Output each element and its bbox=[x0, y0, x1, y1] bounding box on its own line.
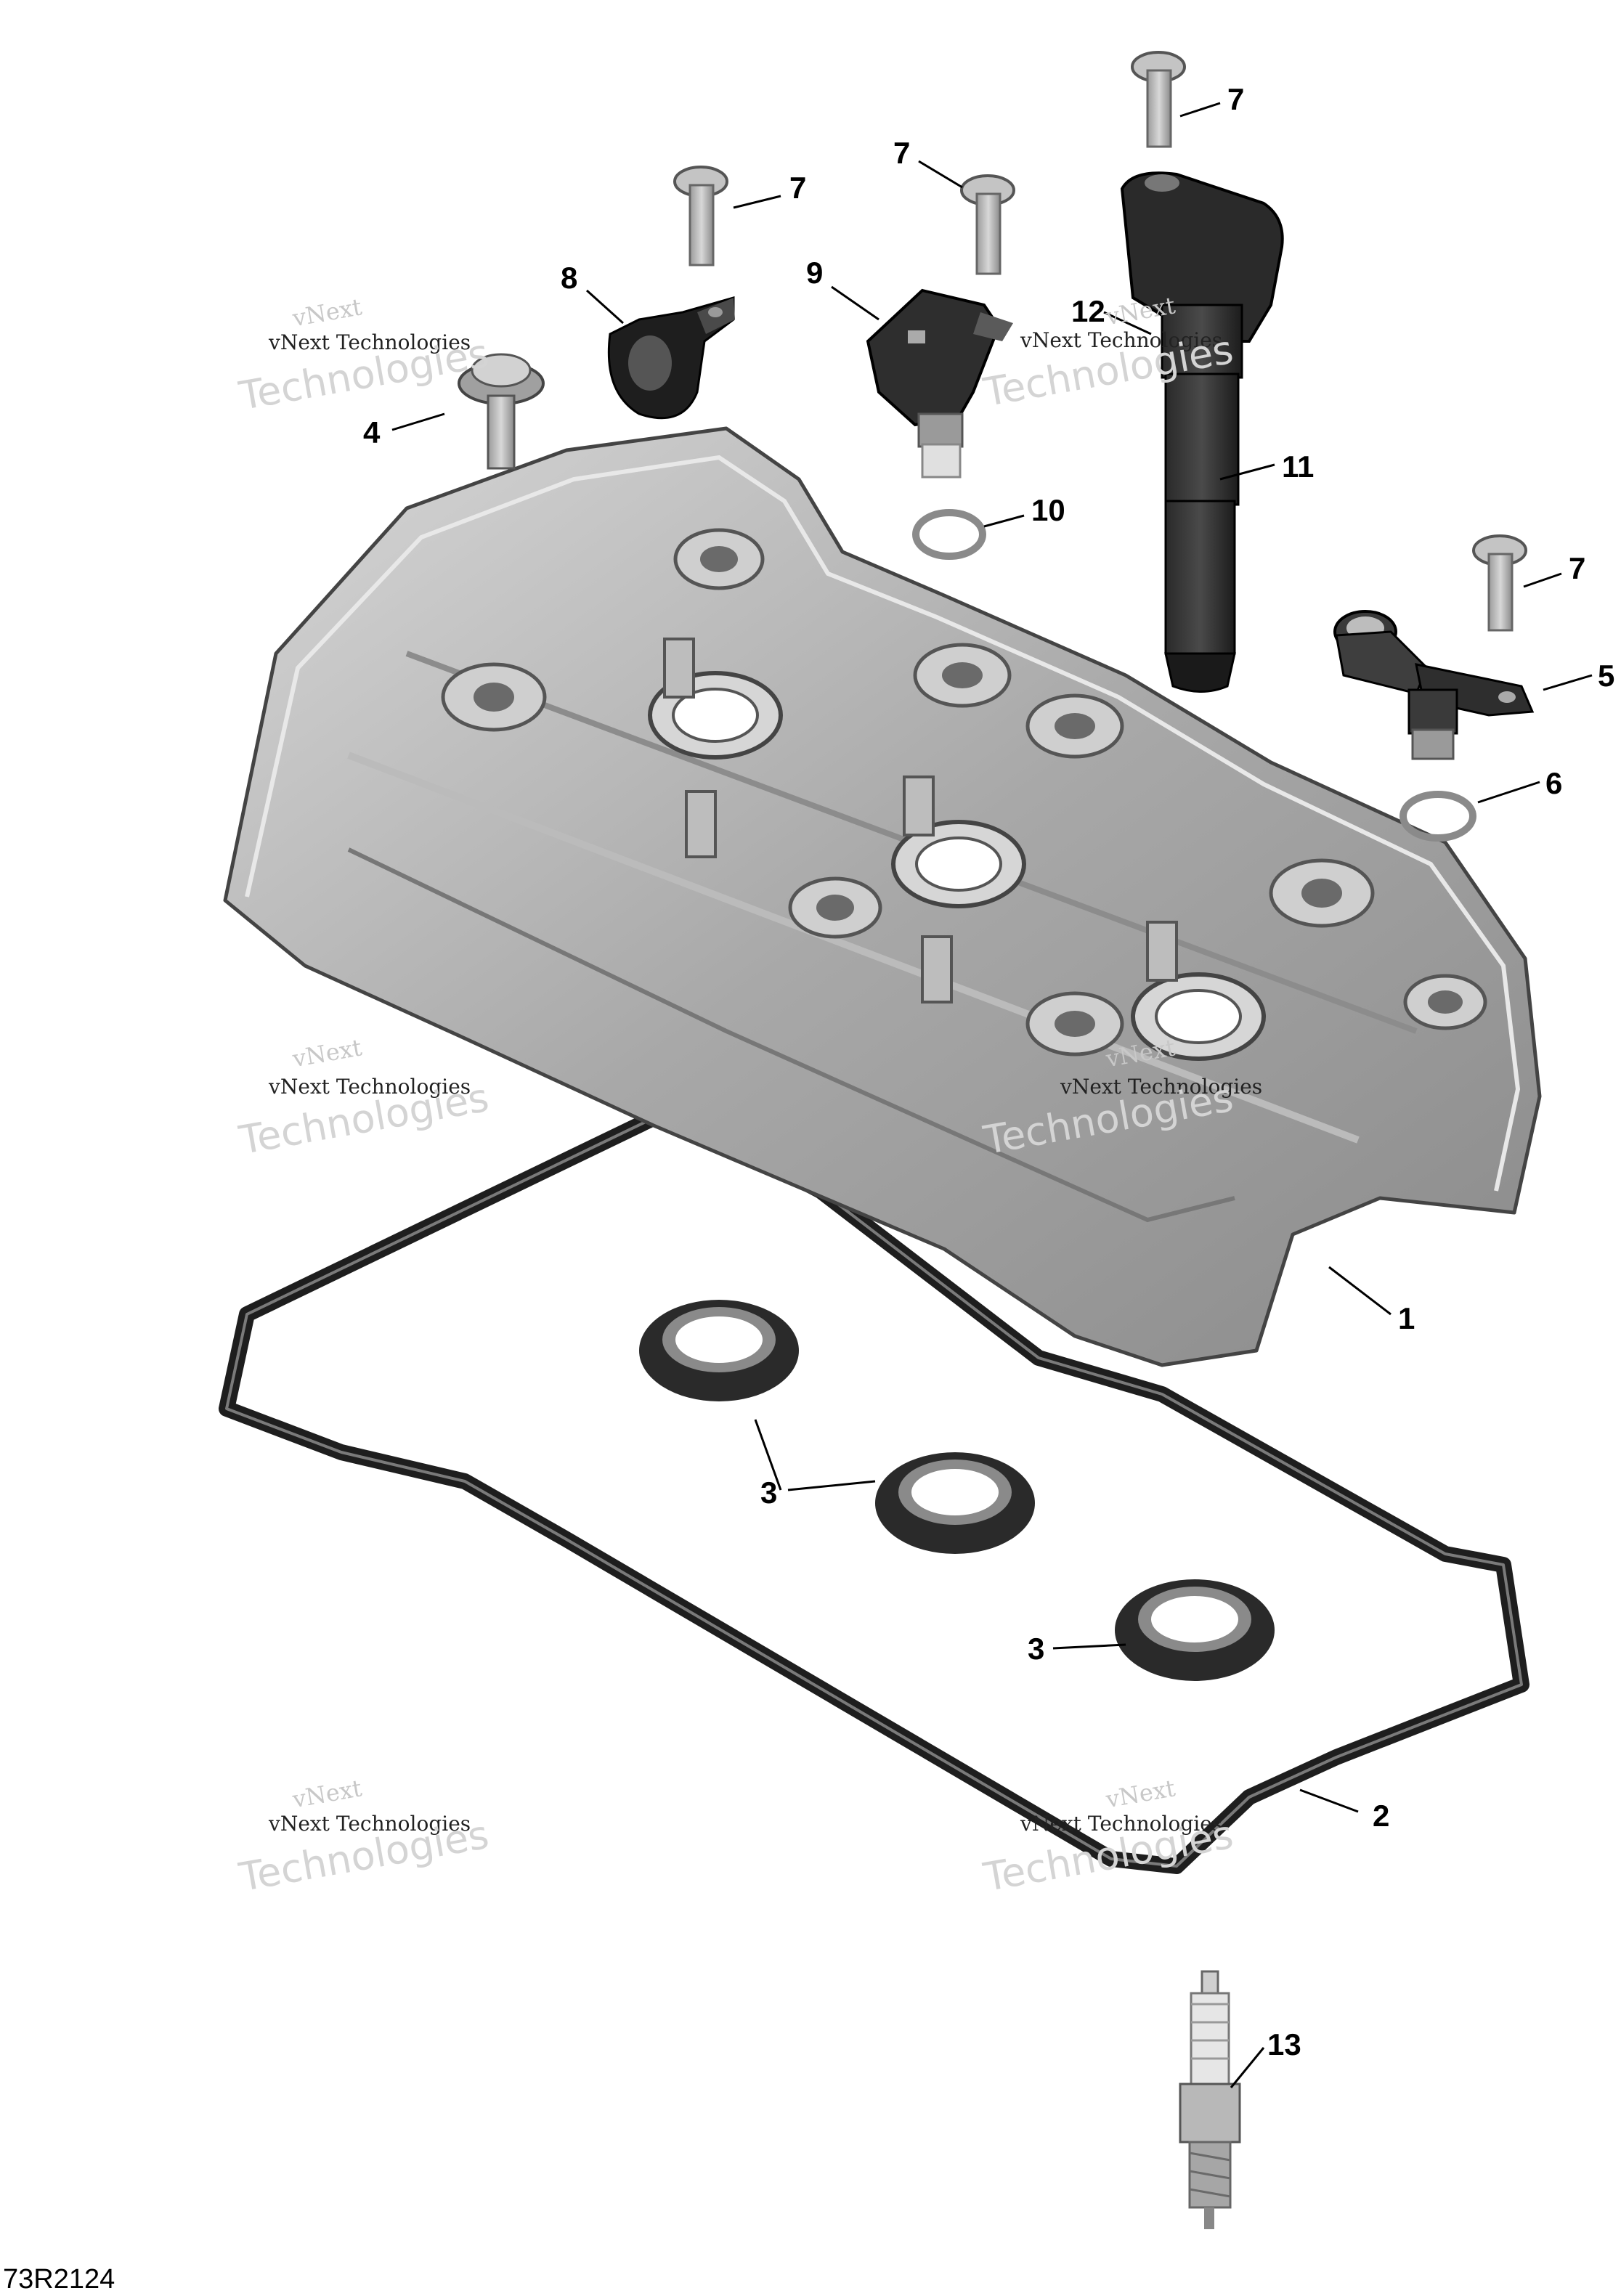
callout-4: 4 bbox=[363, 415, 381, 449]
watermark-line2: vNext Technologies bbox=[1020, 1812, 1223, 1836]
cam-seal bbox=[875, 1452, 1035, 1554]
callout-6: 6 bbox=[1545, 766, 1563, 800]
callout-9: 9 bbox=[806, 256, 824, 290]
watermark-line2: vNext Technologies bbox=[269, 1812, 471, 1836]
o-ring bbox=[1399, 791, 1476, 842]
callout-7: 7 bbox=[1227, 82, 1245, 116]
callout-7: 7 bbox=[789, 171, 807, 205]
callout-3: 3 bbox=[1028, 1632, 1045, 1666]
bolt bbox=[1131, 51, 1186, 148]
plug-bolt-with-washer bbox=[458, 353, 545, 470]
reference-code: 73R2124 bbox=[3, 2264, 115, 2295]
watermark-line2: vNext Technologies bbox=[269, 330, 471, 354]
callout-1: 1 bbox=[1398, 1301, 1415, 1335]
callout-5: 5 bbox=[1598, 659, 1615, 693]
bolt bbox=[1472, 534, 1527, 632]
callout-8: 8 bbox=[561, 261, 578, 295]
callout-2: 2 bbox=[1373, 1799, 1390, 1833]
callout-10: 10 bbox=[1031, 493, 1065, 527]
callout-11: 11 bbox=[1282, 449, 1315, 484]
leader-lines bbox=[391, 102, 1593, 2088]
cam-seal bbox=[639, 1300, 799, 1401]
cam-seal bbox=[1115, 1579, 1275, 1681]
camshaft-position-sensor bbox=[866, 288, 1013, 479]
callout-3: 3 bbox=[760, 1475, 778, 1510]
breather-fitting bbox=[1333, 610, 1535, 760]
ignition-coil bbox=[1120, 171, 1284, 693]
callout-12: 12 bbox=[1071, 294, 1105, 328]
callout-13: 13 bbox=[1267, 2027, 1301, 2061]
valve-cover-gasket bbox=[219, 1103, 1529, 1874]
callout-7: 7 bbox=[1569, 551, 1586, 585]
watermark-line2: vNext Technologies bbox=[1060, 1075, 1263, 1099]
spark-plug bbox=[1179, 1970, 1241, 2229]
watermark-line2: vNext Technologies bbox=[1020, 328, 1223, 352]
valve-cover bbox=[223, 426, 1542, 1367]
o-ring bbox=[912, 509, 986, 560]
bolt bbox=[960, 174, 1015, 275]
clamp bbox=[607, 296, 735, 420]
bolt bbox=[673, 166, 728, 266]
watermark-line2: vNext Technologies bbox=[269, 1075, 471, 1099]
callout-7: 7 bbox=[893, 136, 911, 170]
